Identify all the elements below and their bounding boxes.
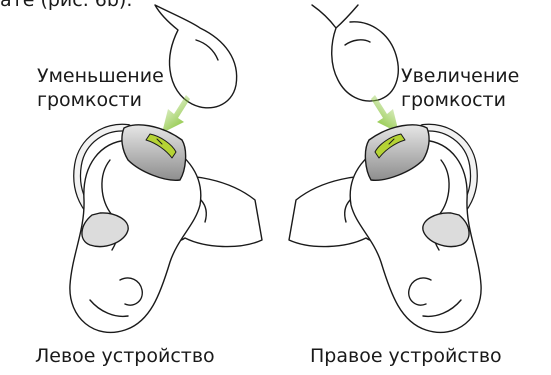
left-device-group	[70, 5, 262, 332]
right-device-group	[289, 5, 481, 332]
left-finger-icon	[155, 5, 237, 108]
caption-right-device: Правое устройство	[310, 344, 502, 368]
right-finger-icon	[312, 5, 398, 101]
left-arrow-icon	[162, 95, 190, 133]
caption-left-device: Левое устройство	[35, 344, 215, 368]
